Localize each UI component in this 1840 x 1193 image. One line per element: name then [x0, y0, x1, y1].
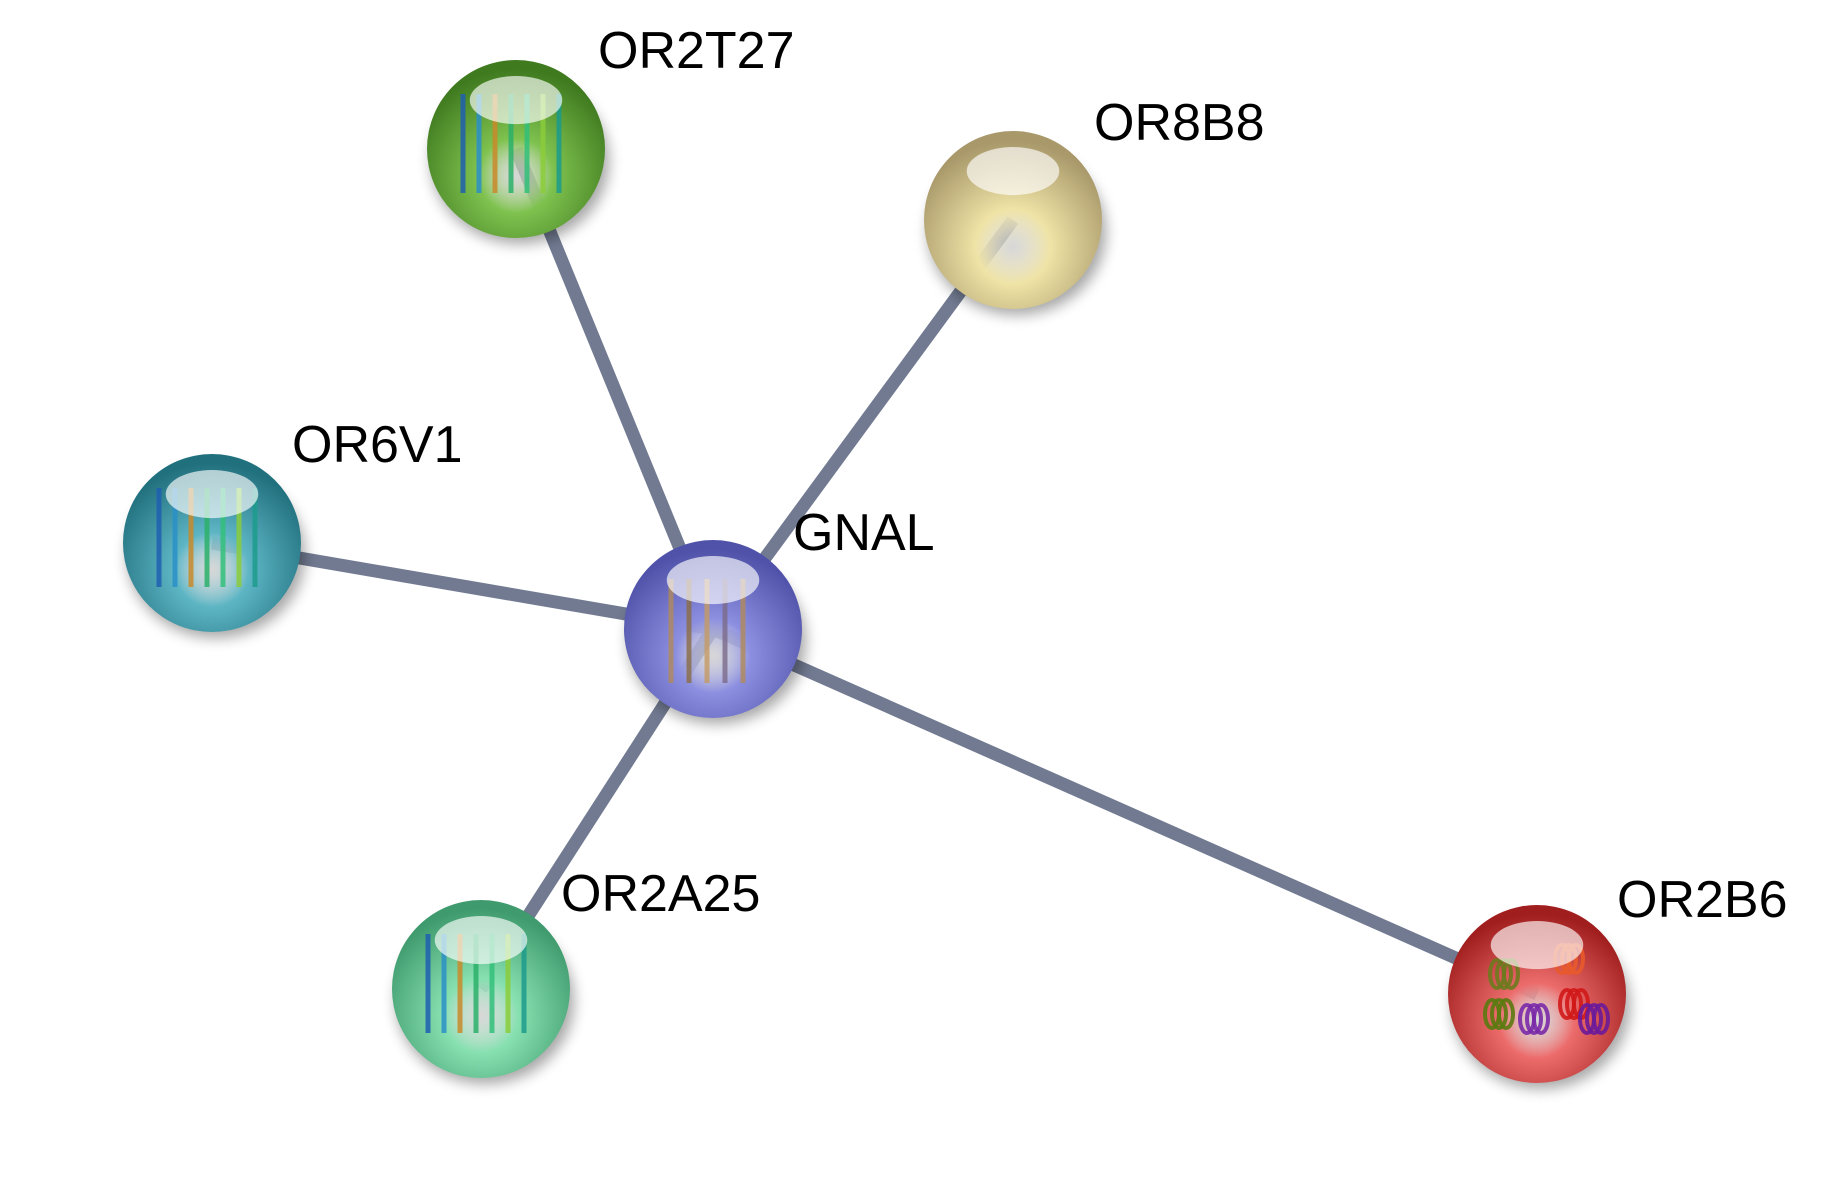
node-or2t27[interactable]: OR2T27	[427, 22, 795, 244]
node-gnal[interactable]: GNAL	[624, 504, 935, 724]
node-highlight	[966, 147, 1060, 196]
node-label-or2a25: OR2A25	[561, 865, 760, 923]
node-highlight	[666, 556, 760, 605]
node-label-or2b6: OR2B6	[1617, 871, 1788, 929]
node-highlight	[1490, 921, 1584, 970]
node-or2a25[interactable]: OR2A25	[392, 865, 760, 1084]
node-highlight	[165, 470, 259, 519]
node-or2b6[interactable]: OR2B6	[1448, 871, 1788, 1089]
node-or8b8[interactable]: OR8B8	[924, 94, 1265, 315]
node-or6v1[interactable]: OR6V1	[123, 416, 463, 638]
node-highlight	[469, 76, 563, 125]
node-label-or8b8: OR8B8	[1094, 94, 1265, 152]
node-highlight	[434, 916, 528, 965]
edge-gnal-or2b6[interactable]	[710, 623, 1540, 1000]
node-label-or2t27: OR2T27	[598, 22, 795, 80]
node-label-or6v1: OR6V1	[292, 416, 463, 474]
edges-layer	[210, 146, 1540, 1000]
node-label-gnal: GNAL	[793, 504, 935, 562]
